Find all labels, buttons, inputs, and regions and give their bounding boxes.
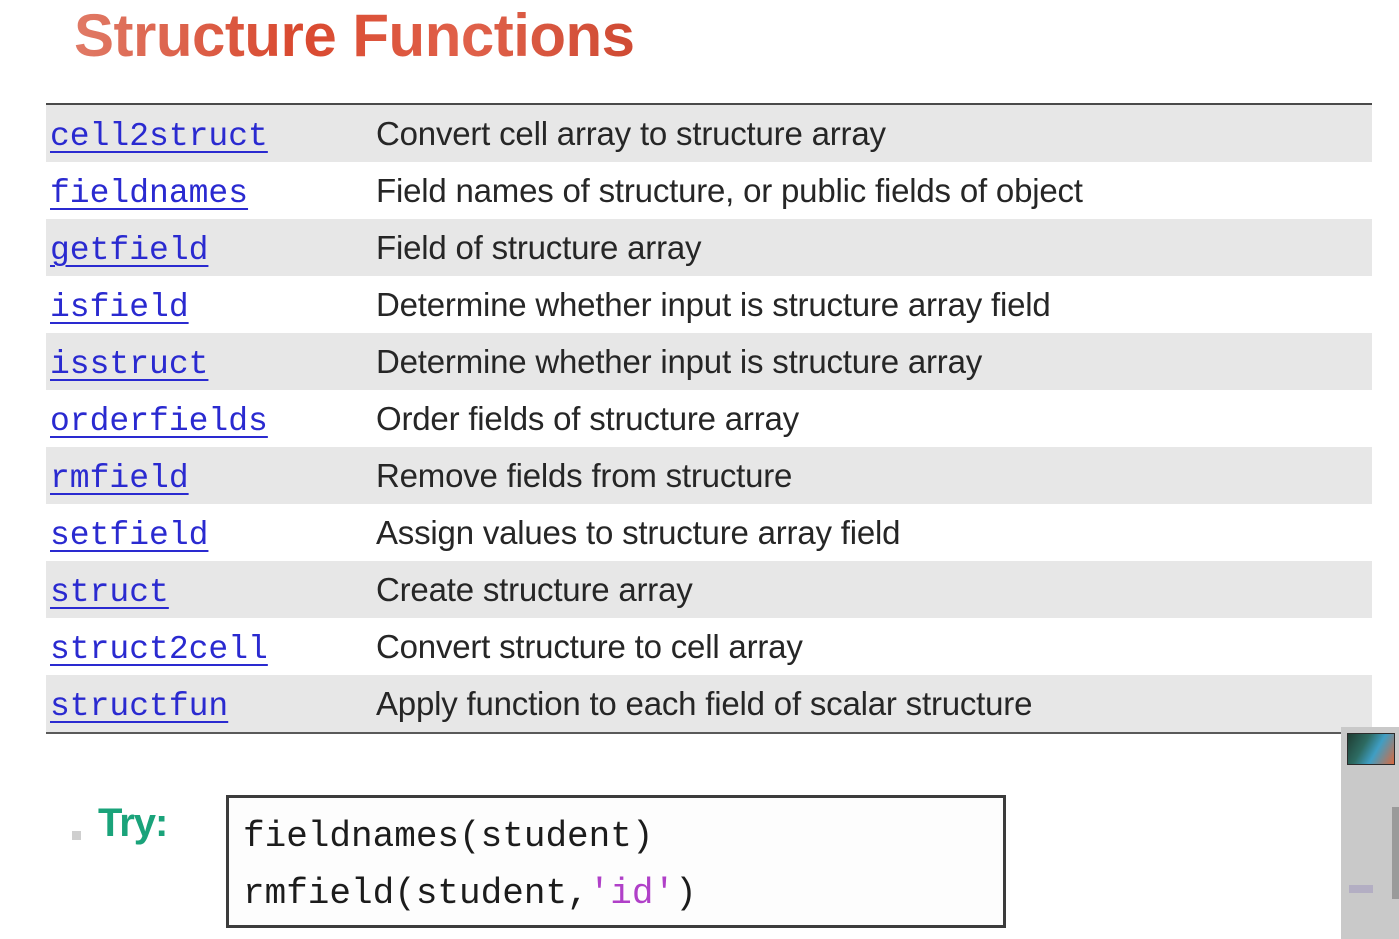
function-description: Field names of structure, or public fiel… (376, 172, 1083, 209)
code-string-literal: 'id' (588, 873, 676, 914)
thumbnail-image (1347, 733, 1395, 765)
function-link-cell2struct[interactable]: cell2struct (50, 118, 268, 155)
function-link-orderfields[interactable]: orderfields (50, 403, 268, 440)
function-description: Determine whether input is structure arr… (376, 343, 983, 380)
function-description: Remove fields from structure (376, 457, 793, 494)
edge-smudge (1349, 885, 1373, 893)
function-description: Assign values to structure array field (376, 514, 901, 551)
structure-functions-table: cell2struct Convert cell array to struct… (46, 103, 1372, 734)
function-description: Convert structure to cell array (376, 628, 803, 665)
page-title: Structure Functions (74, 2, 635, 69)
function-link-struct2cell[interactable]: struct2cell (50, 631, 268, 668)
function-description: Apply function to each field of scalar s… (376, 685, 1033, 722)
bullet-icon (72, 831, 81, 840)
table-row: struct Create structure array (46, 561, 1372, 618)
table-row: isstruct Determine whether input is stru… (46, 333, 1372, 390)
function-description: Order fields of structure array (376, 400, 799, 437)
function-description: Convert cell array to structure array (376, 115, 886, 152)
table-row: cell2struct Convert cell array to struct… (46, 105, 1372, 162)
function-description: Create structure array (376, 571, 693, 608)
table-row: rmfield Remove fields from structure (46, 447, 1372, 504)
code-text-suffix: ) (675, 873, 697, 914)
table-row: getfield Field of structure array (46, 219, 1372, 276)
function-link-structfun[interactable]: structfun (50, 688, 229, 725)
code-line-rmfield: rmfield(student,'id') (243, 865, 1003, 922)
function-description: Determine whether input is structure arr… (376, 286, 1051, 323)
table-row: fieldnames Field names of structure, or … (46, 162, 1372, 219)
table-row: setfield Assign values to structure arra… (46, 504, 1372, 561)
code-line-fieldnames: fieldnames(student) (243, 816, 654, 857)
function-link-getfield[interactable]: getfield (50, 232, 209, 269)
function-link-struct[interactable]: struct (50, 574, 169, 611)
code-example-box: fieldnames(student) rmfield(student,'id'… (226, 795, 1006, 928)
try-label: Try: (98, 801, 168, 845)
function-link-isstruct[interactable]: isstruct (50, 346, 209, 383)
code-text-prefix: rmfield(student, (243, 873, 589, 914)
edge-artifact-panel (1341, 727, 1399, 939)
function-link-setfield[interactable]: setfield (50, 517, 209, 554)
table-row: structfun Apply function to each field o… (46, 675, 1372, 732)
function-link-rmfield[interactable]: rmfield (50, 460, 189, 497)
function-link-isfield[interactable]: isfield (50, 289, 189, 326)
function-link-fieldnames[interactable]: fieldnames (50, 175, 249, 212)
table-row: struct2cell Convert structure to cell ar… (46, 618, 1372, 675)
function-description: Field of structure array (376, 229, 702, 266)
table-row: orderfields Order fields of structure ar… (46, 390, 1372, 447)
table-row: isfield Determine whether input is struc… (46, 276, 1372, 333)
edge-strip (1392, 807, 1399, 899)
